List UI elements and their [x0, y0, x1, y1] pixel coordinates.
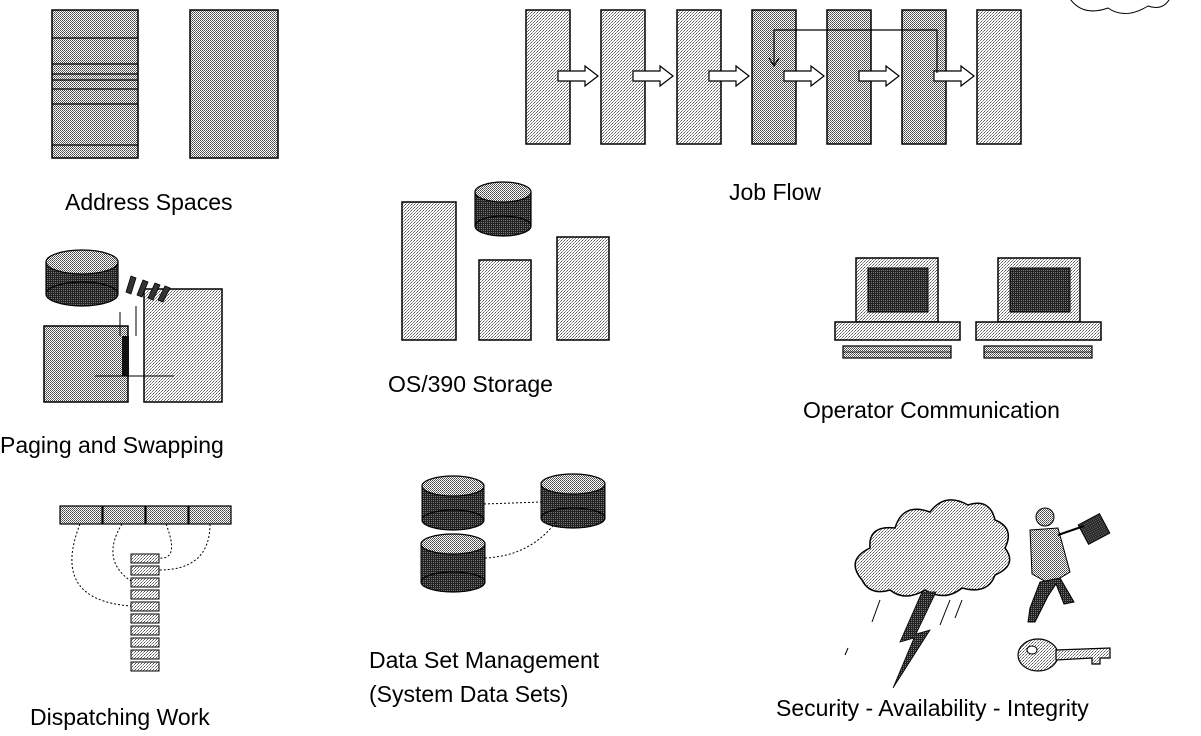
address-space-rect-1: [51, 9, 139, 159]
cloud-fragment: [1070, 0, 1170, 14]
rain: [844, 599, 963, 656]
operator-figure: [834, 257, 1102, 359]
address-spaces-figure: [51, 9, 279, 159]
operator-label: Operator Communication: [803, 397, 1060, 423]
data-set-links: [483, 501, 557, 559]
paging-drum: [45, 249, 119, 307]
data-set-drum-2: [540, 473, 606, 529]
job-flow-figure: [525, 0, 1170, 145]
security-label: Security - Availability - Integrity: [776, 695, 1089, 721]
data-sets-label: Data Set Management (System Data Sets): [369, 643, 599, 711]
storage-label: OS/390 Storage: [388, 371, 553, 397]
dispatch-task-stack: [130, 553, 160, 672]
data-set-drum-1: [421, 475, 485, 531]
storm-cloud: [854, 499, 1011, 597]
dispatch-links: [71, 523, 211, 607]
dispatching-label: Dispatching Work: [30, 704, 210, 730]
storage-drum: [474, 181, 532, 237]
address-space-bands: [52, 37, 138, 146]
terminal-right: [975, 257, 1102, 359]
business-person: [1027, 507, 1111, 623]
storage-figure: [401, 181, 610, 341]
data-set-drum-3: [420, 533, 486, 593]
data-sets-label-line2: (System Data Sets): [369, 681, 569, 707]
lightning-bolt: [892, 591, 937, 689]
paging-figure: [43, 249, 223, 403]
job-flow-loop-line: [773, 29, 938, 73]
dispatching-figure: [59, 505, 232, 672]
data-sets-label-line1: Data Set Management: [369, 647, 600, 673]
address-spaces-label: Address Spaces: [65, 189, 233, 215]
terminal-left: [834, 257, 961, 359]
paging-label: Paging and Swapping: [0, 432, 224, 458]
job-flow-label: Job Flow: [729, 179, 822, 205]
security-figure: [844, 499, 1111, 689]
dispatch-queue-row: [59, 505, 232, 525]
data-sets-figure: [420, 473, 606, 593]
job-flow-arrows: [557, 64, 975, 88]
key: [1017, 638, 1111, 672]
address-space-rect-2: [189, 9, 279, 159]
paging-blocks: [125, 275, 171, 303]
